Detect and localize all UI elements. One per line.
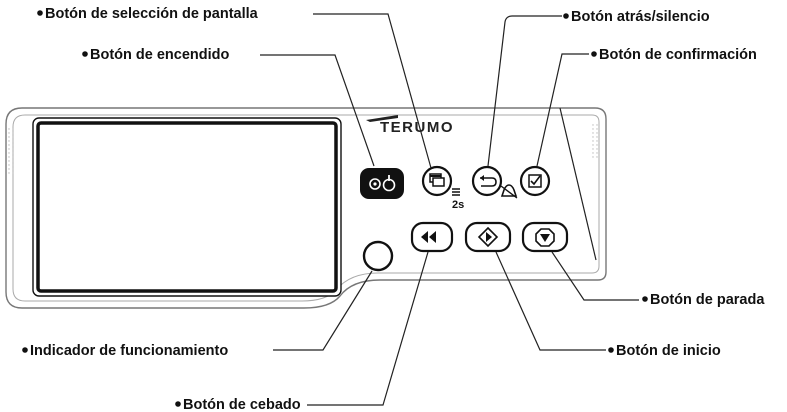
svg-text:Indicador de funcionamiento: Indicador de funcionamiento (30, 343, 228, 359)
label-confirm: Botón de confirmación (591, 47, 757, 63)
start-button[interactable] (464, 221, 512, 253)
operation-indicator (362, 240, 394, 272)
display-screen (32, 117, 342, 297)
stop-button[interactable] (521, 221, 569, 253)
back-silence-button[interactable] (471, 165, 518, 199)
stop-octagon-icon (535, 228, 555, 247)
label-screen-select: Botón de selección de pantalla (37, 6, 259, 22)
leader-power (260, 54, 375, 167)
leader-indicator (273, 270, 373, 351)
leader-priming (307, 251, 429, 406)
left-texture (8, 128, 15, 176)
svg-text:Botón de confirmación: Botón de confirmación (599, 47, 757, 63)
label-priming: Botón de cebado (175, 397, 301, 412)
back-arrow-icon (480, 175, 497, 187)
leader-back (487, 15, 562, 167)
svg-text:Botón de parada: Botón de parada (650, 292, 765, 308)
screen-select-icon (429, 173, 445, 187)
confirm-button[interactable] (519, 165, 551, 197)
right-texture (592, 124, 599, 160)
menu-lines-icon (452, 188, 460, 196)
leader-start (495, 251, 606, 351)
leader-stop (551, 251, 639, 301)
leader-screen-select (313, 13, 432, 169)
leader-confirm (536, 53, 589, 167)
label-power: Botón de encendido (82, 47, 230, 63)
label-operation-indicator: Indicador de funcionamiento (22, 343, 228, 359)
power-icon (369, 175, 396, 192)
brand-text: TERUMO (380, 119, 454, 136)
leader-lines (260, 13, 639, 406)
screen-select-button[interactable]: 2s (421, 165, 464, 211)
label-stop: Botón de parada (642, 292, 765, 308)
bell-off-icon (500, 184, 518, 199)
double-chevron-left-icon (421, 231, 436, 243)
svg-text:Botón de inicio: Botón de inicio (616, 343, 721, 359)
svg-text:Botón de cebado: Botón de cebado (183, 397, 301, 412)
priming-button[interactable] (410, 221, 454, 253)
play-diamond-icon (477, 226, 499, 248)
brand-logo: TERUMO (366, 115, 454, 136)
labels: Botón de selección de pantalla Botón de … (22, 6, 765, 412)
svg-text:Botón atrás/silencio: Botón atrás/silencio (571, 9, 710, 25)
leader-right-edge (559, 107, 597, 261)
power-button[interactable] (360, 168, 404, 199)
label-back-silence: Botón atrás/silencio (563, 9, 710, 25)
checkbox-icon (528, 174, 542, 188)
svg-text:Botón de encendido: Botón de encendido (90, 47, 230, 63)
svg-text:Botón de selección de pantalla: Botón de selección de pantalla (45, 6, 259, 22)
label-start: Botón de inicio (608, 343, 721, 359)
hold-time-label: 2s (452, 199, 464, 211)
